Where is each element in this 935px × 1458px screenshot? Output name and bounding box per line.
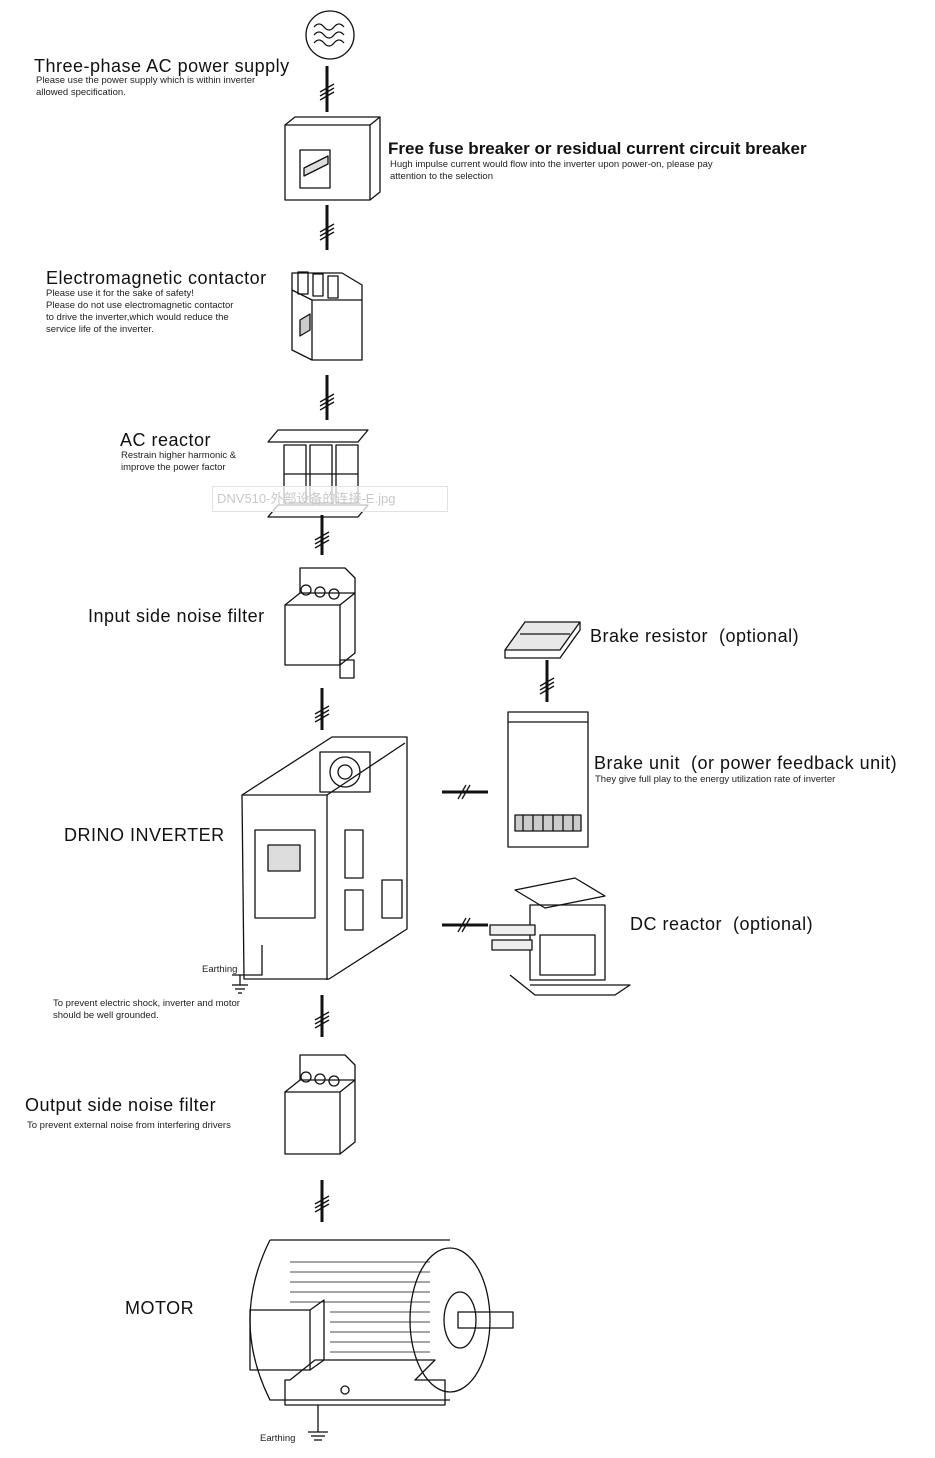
grounding-note-line: To prevent electric shock, inverter and …	[53, 998, 240, 1009]
motor-earthing-label: Earthing	[260, 1433, 296, 1444]
wire-inverter-to-brake-unit	[442, 784, 488, 800]
inverter-icon	[232, 736, 408, 994]
ac-source-icon	[305, 10, 355, 60]
breaker-note-line: Hugh impulse current would flow into the…	[390, 159, 713, 170]
contactor-note-line: to drive the inverter,which would reduce…	[46, 312, 229, 323]
ac-reactor-note-line: improve the power factor	[121, 462, 226, 473]
power-supply-note: Please use the power supply which is wit…	[36, 75, 255, 99]
wire-reactor-to-input-filter	[314, 515, 330, 555]
image-filename-watermark: DNV510-外部设备的连接-E.jpg	[212, 486, 448, 512]
breaker-title: Free fuse breaker or residual current ci…	[388, 139, 807, 158]
ac-reactor-title: AC reactor	[120, 430, 212, 450]
wire-resistor-to-brake-unit	[539, 660, 555, 702]
power-supply-note-line: allowed specification.	[36, 87, 126, 98]
output-filter-note-line: To prevent external noise from interferi…	[27, 1120, 231, 1131]
brake-resistor-icon	[504, 621, 581, 659]
output-filter-icon	[284, 1054, 356, 1155]
contactor-icon	[291, 271, 363, 361]
grounding-note-line: should be well grounded.	[53, 1010, 159, 1021]
wire-inverter-to-output-filter	[314, 995, 330, 1037]
brake-unit-note-line: They give full play to the energy utiliz…	[595, 774, 836, 785]
dc-reactor-title: DC reactor (optional)	[630, 914, 814, 934]
output-filter-note: To prevent external noise from interferi…	[27, 1120, 231, 1132]
wire-input-filter-to-inverter	[314, 688, 330, 730]
breaker-icon	[284, 116, 381, 201]
power-supply-title: Three-phase AC power supply	[34, 56, 290, 76]
input-filter-icon	[284, 567, 356, 679]
brake-unit-icon	[507, 711, 589, 848]
wire-inverter-to-dc-reactor	[442, 917, 488, 933]
contactor-note: Please use it for the sake of safety! Pl…	[46, 288, 233, 336]
motor-icon	[249, 1239, 514, 1441]
breaker-note-line: attention to the selection	[390, 171, 493, 182]
dc-reactor-icon	[489, 877, 631, 996]
output-filter-title: Output side noise filter	[25, 1095, 217, 1115]
contactor-note-line: Please use it for the sake of safety!	[46, 288, 194, 299]
power-supply-note-line: Please use the power supply which is wit…	[36, 75, 256, 86]
ac-reactor-note-line: Restrain higher harmonic &	[121, 450, 237, 461]
brake-resistor-title: Brake resistor (optional)	[590, 626, 800, 646]
wire-contactor-to-reactor	[319, 375, 335, 420]
contactor-note-line: service life of the inverter.	[46, 324, 154, 335]
inverter-earthing-label: Earthing	[202, 964, 238, 975]
brake-unit-title: Brake unit (or power feedback unit)	[594, 753, 898, 773]
wire-output-filter-to-motor	[314, 1180, 330, 1222]
wire-power-to-breaker	[319, 66, 335, 112]
breaker-note: Hugh impulse current would flow into the…	[390, 159, 713, 183]
contactor-note-line: Please do not use electromagnetic contac…	[46, 300, 234, 311]
brake-unit-note: They give full play to the energy utiliz…	[595, 774, 835, 786]
input-filter-title: Input side noise filter	[88, 606, 265, 626]
contactor-title: Electromagnetic contactor	[46, 268, 267, 288]
motor-title: MOTOR	[125, 1298, 195, 1318]
grounding-note: To prevent electric shock, inverter and …	[53, 998, 240, 1022]
wire-breaker-to-contactor	[319, 205, 335, 250]
inverter-title: DRINO INVERTER	[64, 825, 225, 845]
ac-reactor-note: Restrain higher harmonic & improve the p…	[121, 450, 236, 474]
